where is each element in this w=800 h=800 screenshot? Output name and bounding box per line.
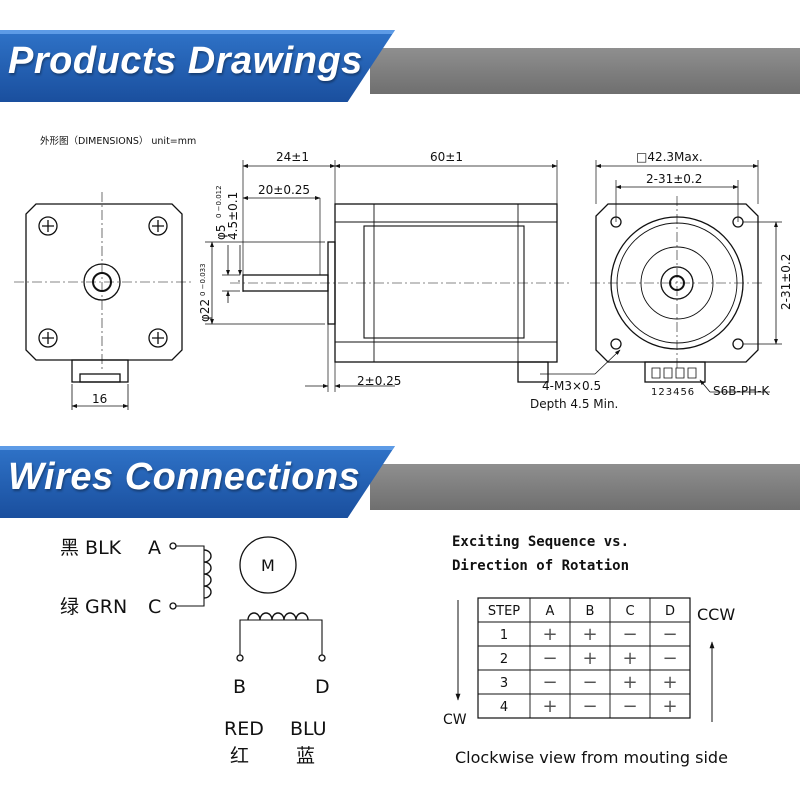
side-stator (363, 225, 525, 339)
black-phase-label: A (148, 537, 161, 559)
coil-bd (247, 612, 309, 621)
table-cell: − (662, 648, 677, 669)
phase-d-label: D (315, 676, 330, 698)
table-cell: + (542, 696, 557, 717)
table-cell: 2 (500, 652, 508, 667)
table-cell: + (622, 672, 637, 693)
motor-symbol (239, 536, 297, 594)
flat-length-label: 20±0.25 (258, 183, 310, 197)
table-header-cell: D (665, 604, 675, 619)
table-cell: 4 (500, 700, 508, 715)
table-cell: 1 (500, 628, 508, 643)
motor-label: M (261, 556, 275, 575)
body-length-label: 60±1 (430, 150, 463, 164)
side-view (205, 160, 570, 392)
side-connector (517, 361, 549, 383)
flat-depth-label: 4.5±0.1 (226, 192, 240, 240)
shaft-dia-label: φ5 (214, 224, 228, 240)
table-cell: + (582, 648, 597, 669)
boss-dia-label: φ22 (198, 299, 212, 322)
green-wire-label: 绿 GRN (60, 596, 127, 618)
shaft-dia-tolerance: 0 −0.012 (215, 185, 223, 218)
sequence-caption: Clockwise view from mouting side (455, 748, 728, 767)
table-cell: 3 (500, 676, 508, 691)
front-connector-inner (79, 373, 121, 383)
frame-size-label: □42.3Max. (636, 150, 703, 164)
back-view (540, 160, 782, 393)
blue-wire-cn: 蓝 (296, 745, 315, 767)
hole-spacing-v-label: 2-31±0.2 (779, 254, 793, 310)
table-border (477, 597, 691, 719)
connector-pin-numbers: 123456 (651, 387, 695, 398)
sequence-table: STEP A B C D 1 + + − − 2 − + + − 3 − − + +4 + − − + (477, 597, 691, 719)
coil-ac (203, 549, 212, 599)
dimensions-label: 外形图（DIMENSIONS） unit=mm (40, 135, 196, 147)
table-cell: + (662, 696, 677, 717)
products-drawings-banner: Products Drawings (0, 30, 800, 102)
connector-label: S6B-PH-K (713, 384, 770, 398)
ccw-label: CCW (697, 605, 735, 624)
banner-blue-tab (0, 30, 395, 102)
table-cell: − (582, 696, 597, 717)
boss-height-label: 2±0.25 (357, 374, 401, 388)
front-screw-holes (38, 216, 168, 348)
table-cell: + (622, 648, 637, 669)
table-cell: − (622, 696, 637, 717)
table-cell: − (582, 672, 597, 693)
table-cell: − (542, 672, 557, 693)
phase-b-label: B (233, 676, 246, 698)
back-connector (644, 361, 706, 383)
table-cell: + (582, 624, 597, 645)
banner-gray-bar (370, 464, 800, 510)
table-cell: + (662, 672, 677, 693)
front-width-label: 16 (92, 392, 107, 406)
back-frame (595, 203, 759, 363)
green-phase-label: C (148, 596, 161, 618)
table-header-cell: C (625, 604, 634, 619)
table-header-cell: A (546, 604, 555, 619)
table-cell: − (662, 624, 677, 645)
banner-blue-tab (0, 446, 395, 518)
products-drawings-title: Products Drawings (8, 40, 363, 82)
screw-callout-leader (594, 349, 621, 375)
front-centerlines (14, 192, 194, 372)
shaft-length-label: 24±1 (276, 150, 309, 164)
sequence-title-line1: Exciting Sequence vs. (452, 534, 629, 550)
banner-gray-bar (370, 48, 800, 94)
hole-spacing-h-label: 2-31±0.2 (646, 172, 702, 186)
blue-wire-label: BLU (290, 718, 327, 740)
front-view (14, 192, 194, 410)
table-cell: − (542, 648, 557, 669)
screw-depth-label: Depth 4.5 Min. (530, 397, 618, 411)
red-wire-cn: 红 (230, 745, 249, 767)
connector-callout-leader (699, 379, 711, 393)
sequence-title-line2: Direction of Rotation (452, 558, 629, 574)
screw-spec-label: 4-M3×0.5 (542, 379, 601, 393)
table-header-cell: B (586, 604, 595, 619)
front-frame (25, 203, 183, 361)
table-header-cell: STEP (488, 604, 520, 619)
black-wire-label: 黑 BLK (60, 537, 122, 559)
red-wire-label: RED (224, 718, 264, 740)
wiring-diagram: 黑 BLK A 绿 GRN C M B D RED 红 BLU 蓝 (60, 536, 330, 767)
table-cell: + (542, 624, 557, 645)
wires-connections-banner: Wires Connections (0, 446, 800, 518)
cw-label: CW (443, 712, 467, 728)
table-cell: − (622, 624, 637, 645)
boss-dia-tolerance: 0 −0.033 (199, 263, 207, 296)
wires-connections-title: Wires Connections (8, 456, 361, 498)
